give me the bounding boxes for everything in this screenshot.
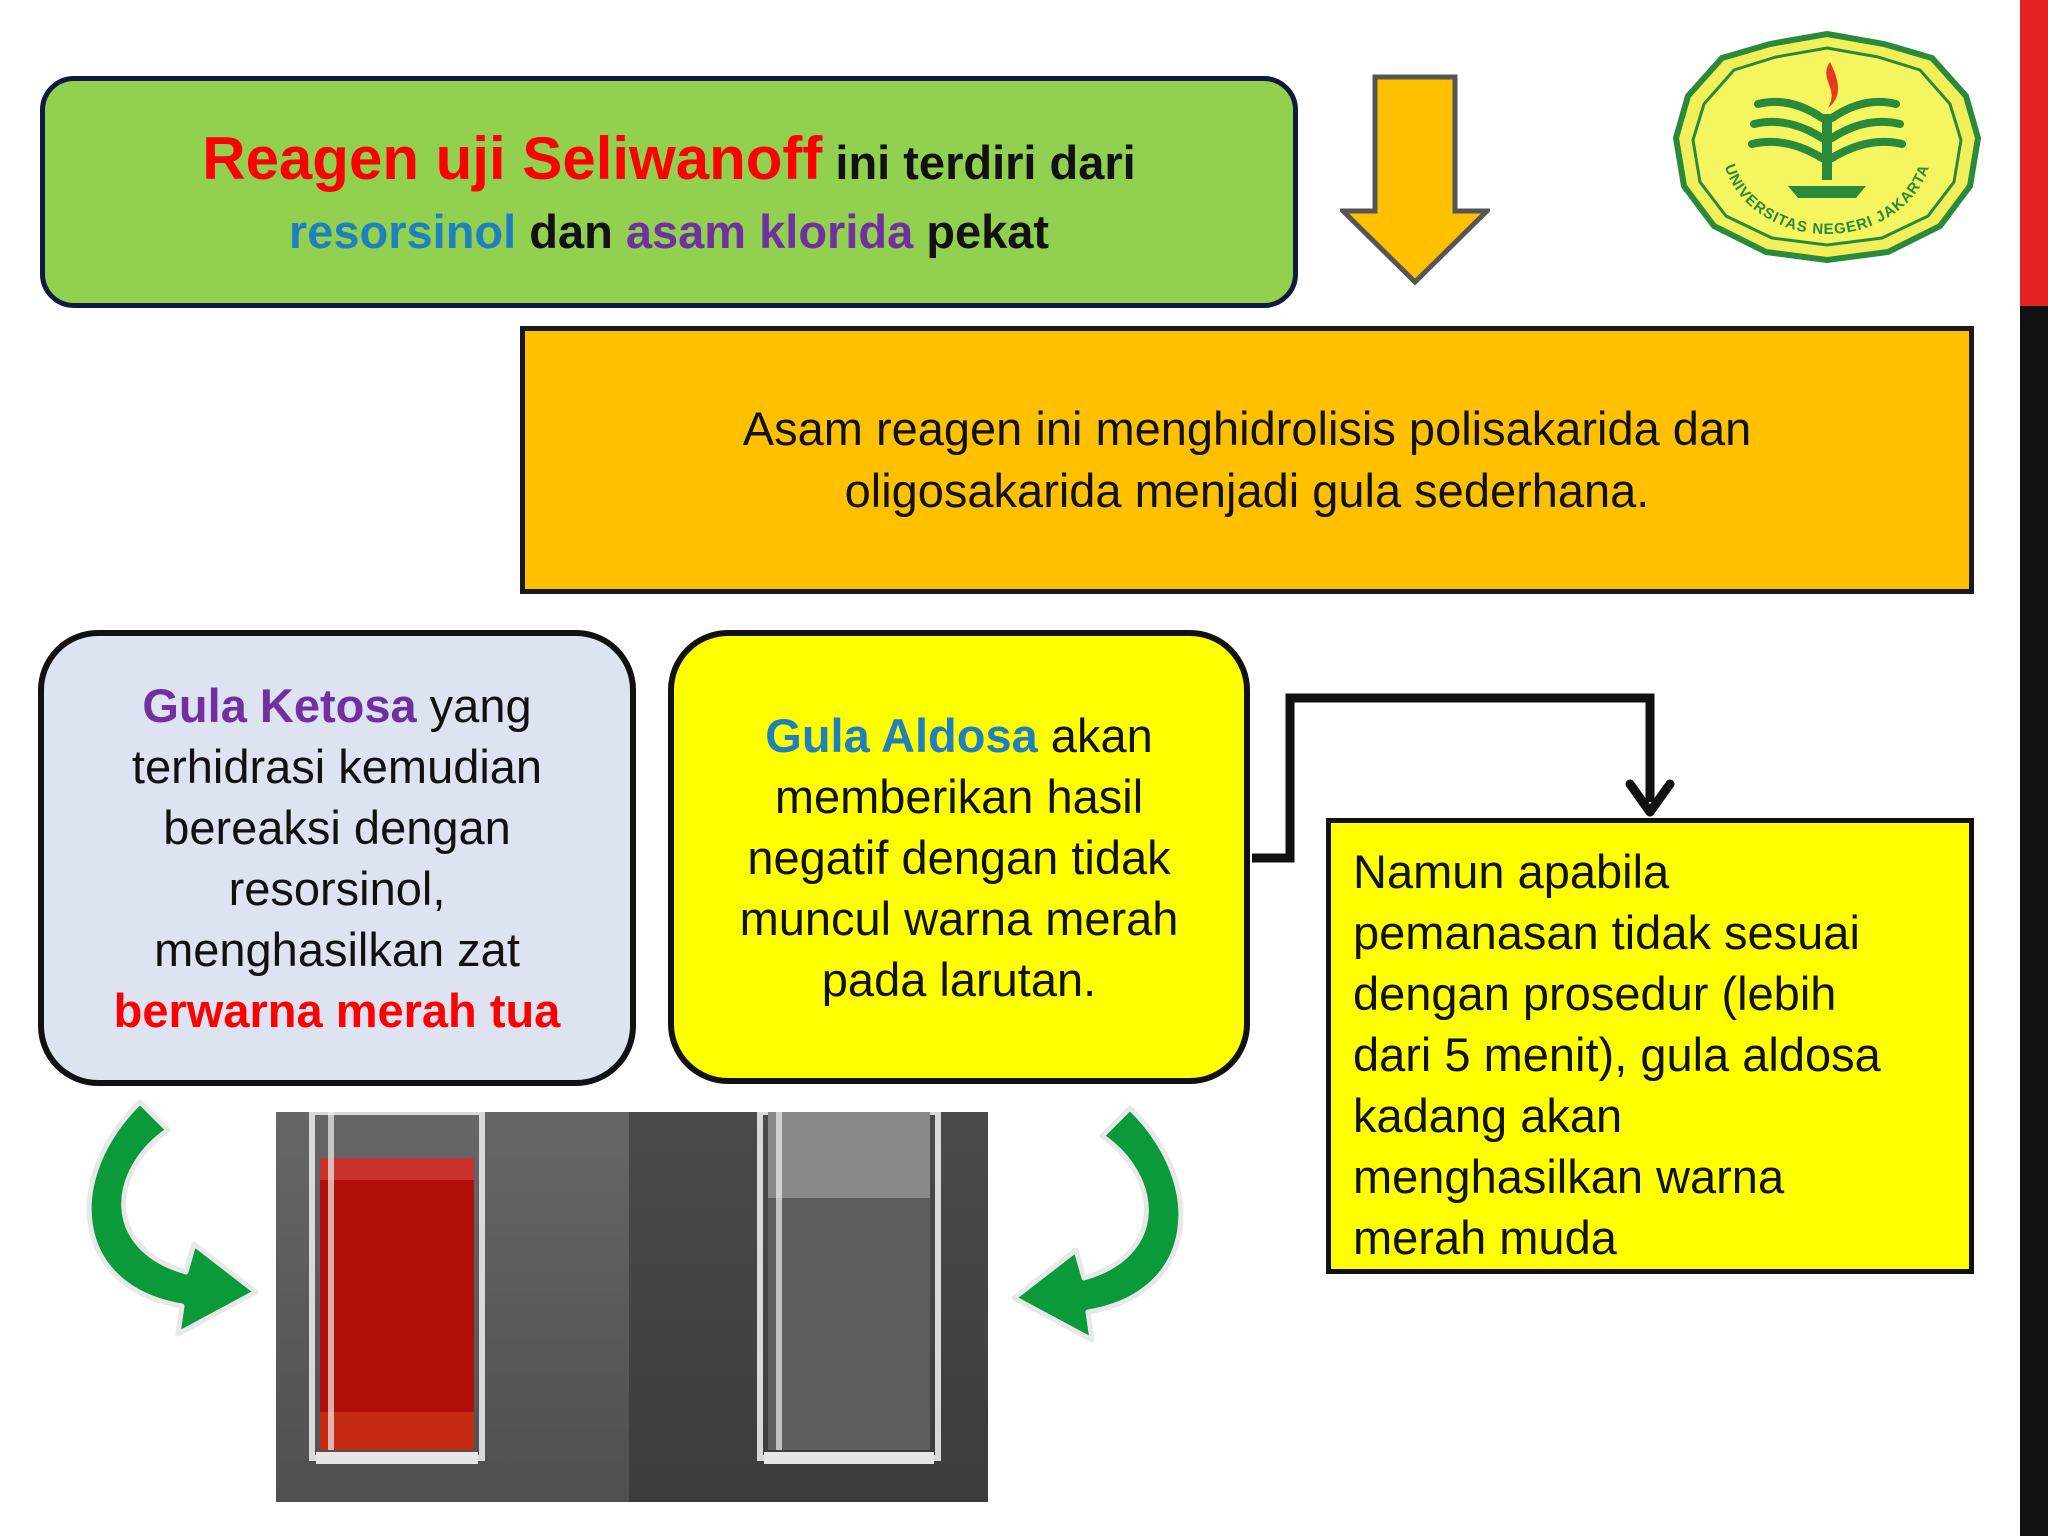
namun-line-3: dengan prosedur (lebih bbox=[1353, 967, 1837, 1020]
title-asam-klorida: asam klorida bbox=[625, 205, 914, 258]
title-line-1: Reagen uji Seliwanoff ini terdiri dari bbox=[202, 121, 1136, 201]
university-logo: UNIVERSITAS NEGERI JAKARTA bbox=[1672, 30, 1982, 264]
title-line-2: resorsinol dan asam klorida pekat bbox=[289, 201, 1049, 263]
aldosa-line-2: memberikan hasil bbox=[774, 769, 1144, 823]
namun-box: Namun apabila pemanasan tidak sesuai den… bbox=[1326, 818, 1974, 1274]
namun-line-1: Namun apabila bbox=[1353, 845, 1670, 898]
ketosa-box: Gula Ketosa yang terhidrasi kemudian ber… bbox=[38, 630, 636, 1086]
ketosa-line-3: bereaksi dengan bbox=[163, 801, 511, 854]
aldosa-line-1-rest: akan bbox=[1037, 708, 1153, 762]
cuvette-illustration bbox=[309, 1112, 941, 1464]
ketosa-line-4: resorsinol, bbox=[228, 862, 446, 915]
ketosa-line-5: menghasilkan zat bbox=[154, 923, 520, 976]
namun-line-7: merah muda bbox=[1353, 1211, 1617, 1264]
aldosa-line-5: pada larutan. bbox=[821, 952, 1097, 1006]
hydrolysis-box: Asam reagen ini menghidrolisis polisakar… bbox=[520, 326, 1974, 594]
namun-line-4: dari 5 menit), gula aldosa bbox=[1353, 1028, 1881, 1081]
hydrolysis-line-2: oligosakarida menjadi gula sederhana. bbox=[844, 464, 1650, 517]
aldosa-box: Gula Aldosa akan memberikan hasil negati… bbox=[668, 630, 1250, 1084]
aldosa-term: Gula Aldosa bbox=[765, 708, 1038, 762]
down-arrow-icon bbox=[1340, 74, 1490, 286]
title-resorsinol: resorsinol bbox=[288, 205, 517, 258]
ketosa-line-2: terhidrasi kemudian bbox=[131, 740, 543, 793]
ketosa-line-1-rest: yang bbox=[416, 679, 532, 732]
aldosa-line-4: muncul warna merah bbox=[739, 891, 1179, 945]
namun-line-6: menghasilkan warna bbox=[1353, 1150, 1785, 1203]
connector-arrow-icon bbox=[1252, 693, 1675, 863]
curved-arrow-right-icon bbox=[1011, 1105, 1184, 1343]
edge-accent-red bbox=[2020, 0, 2048, 306]
ketosa-term: Gula Ketosa bbox=[142, 679, 417, 732]
title-box: Reagen uji Seliwanoff ini terdiri dari r… bbox=[40, 76, 1298, 308]
namun-line-2: pemanasan tidak sesuai bbox=[1353, 906, 1860, 959]
title-conjunction: dan bbox=[516, 205, 626, 258]
title-line-1-rest: ini terdiri dari bbox=[822, 136, 1136, 189]
aldosa-line-3: negatif dengan tidak bbox=[747, 830, 1171, 884]
hydrolysis-line-1: Asam reagen ini menghidrolisis polisakar… bbox=[742, 402, 1752, 455]
namun-line-5: kadang akan bbox=[1353, 1089, 1623, 1142]
title-reagent-name: Reagen uji Seliwanoff bbox=[202, 125, 823, 192]
curved-arrow-left-icon bbox=[86, 1099, 259, 1337]
cuvette-photo bbox=[276, 1112, 988, 1502]
aldosa-line-1: Gula Aldosa akan bbox=[765, 705, 1152, 766]
ketosa-line-1: Gula Ketosa yang bbox=[142, 675, 531, 736]
title-line-2-end: pekat bbox=[913, 205, 1050, 258]
edge-accent-black bbox=[2020, 306, 2048, 1536]
ketosa-highlight: berwarna merah tua bbox=[113, 984, 561, 1037]
